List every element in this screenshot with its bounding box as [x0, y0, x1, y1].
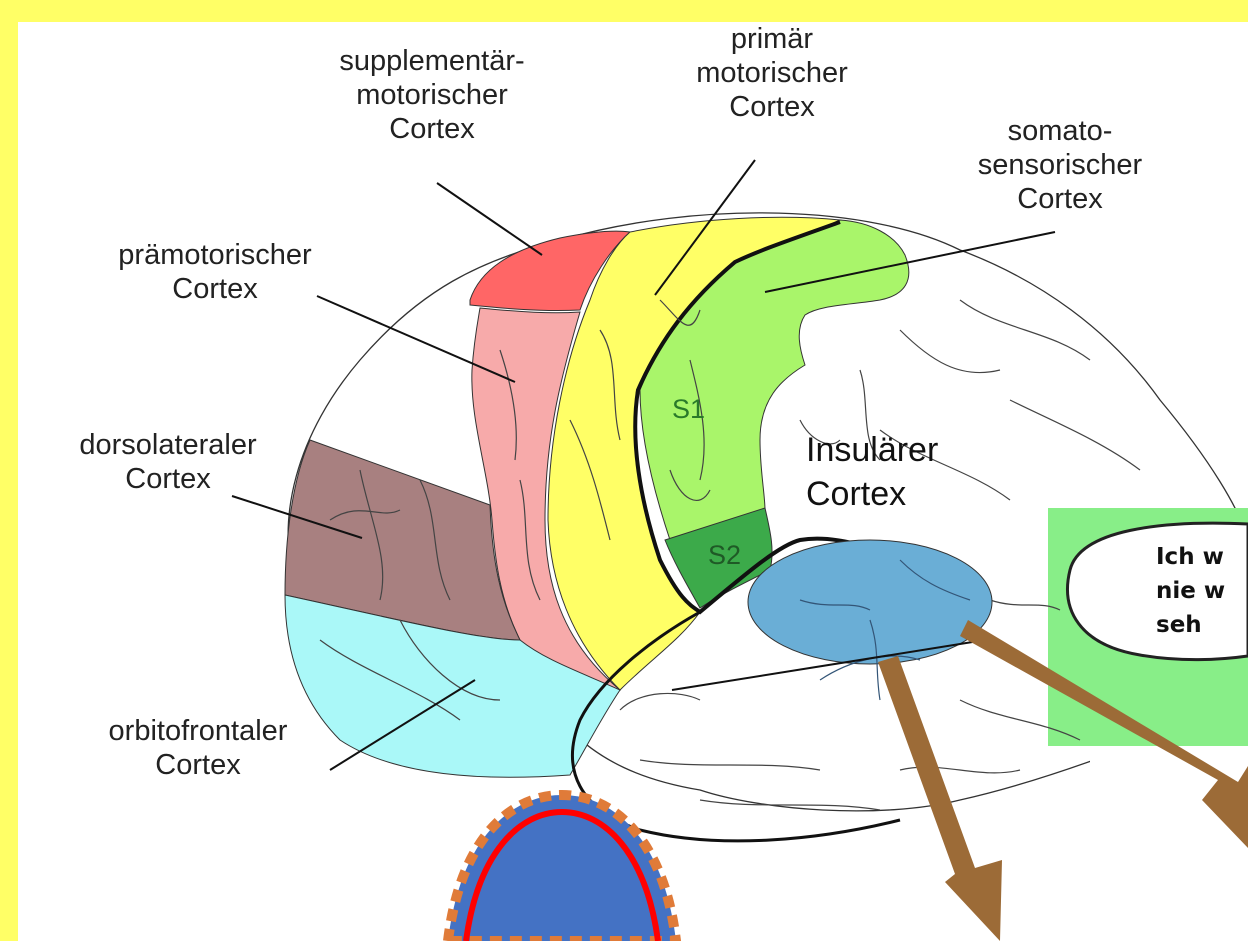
label-insular-cortex: Insulärer Cortex [806, 428, 938, 516]
label-premotor-cortex: prämotorischer Cortex [65, 238, 365, 306]
label-primary-motor-cortex: primär motorischer Cortex [652, 22, 892, 124]
label-dorsolateral-cortex: dorsolateraler Cortex [18, 428, 318, 496]
inset-text: Ich w nie w seh [1156, 540, 1248, 642]
label-orbitofrontal-cortex: orbitofrontaler Cortex [48, 714, 348, 782]
mark-s2: S2 [708, 538, 741, 572]
mark-s1: S1 [672, 392, 705, 426]
inset-line-1: Ich w [1156, 540, 1248, 574]
label-somatosensory-cortex: somato- sensorischer Cortex [935, 114, 1185, 216]
inset-line-2: nie w [1156, 574, 1248, 608]
label-supplementary-motor-cortex: supplementär- motorischer Cortex [292, 44, 572, 146]
inset-line-3: seh [1156, 608, 1248, 642]
